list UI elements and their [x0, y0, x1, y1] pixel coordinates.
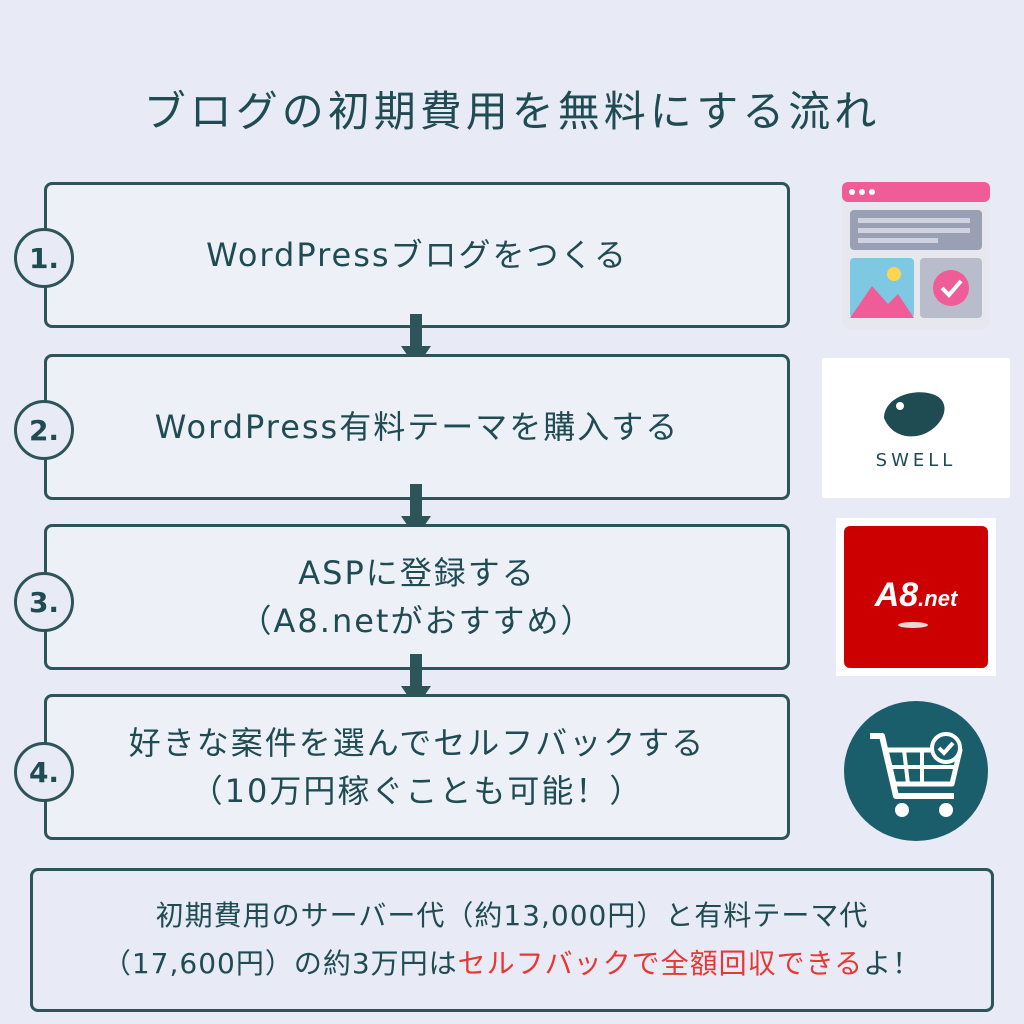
- step-3-number: 3.: [14, 572, 74, 632]
- step-2-number: 2.: [14, 400, 74, 460]
- a8net-logo: A8.net: [836, 518, 996, 676]
- summary-accent-text: セルフバックで全額回収できる: [457, 947, 864, 980]
- website-layout-icon: [842, 182, 990, 330]
- step-4-number: 4.: [14, 742, 74, 802]
- summary-line-1: 初期費用のサーバー代（約13,000円）と有料テーマ代: [155, 899, 869, 933]
- step-1-number: 1.: [14, 228, 74, 288]
- a8-text: A8: [874, 576, 919, 614]
- summary-line-2-suffix: よ！: [863, 947, 922, 980]
- step-4-line-1: 好きな案件を選んでセルフバックする: [128, 724, 706, 762]
- summary-line-2-prefix: （17,600円）の約3万円は: [102, 947, 458, 980]
- summary-line-2: （17,600円）の約3万円はセルフバックで全額回収できるよ！: [103, 940, 921, 988]
- step-2-text: WordPress有料テーマを購入する: [154, 408, 680, 446]
- shopping-cart-check-icon: [844, 701, 988, 841]
- step-3-line-1: ASPに登録する: [298, 554, 536, 592]
- step-3-box: ASPに登録する （A8.netがおすすめ）: [44, 524, 790, 670]
- step-1-text: WordPressブログをつくる: [206, 236, 628, 274]
- step-2-box: WordPress有料テーマを購入する: [44, 354, 790, 500]
- step-4-box: 好きな案件を選んでセルフバックする （10万円稼ぐことも可能！）: [44, 694, 790, 840]
- summary-box: 初期費用のサーバー代（約13,000円）と有料テーマ代 （17,600円）の約3…: [30, 868, 994, 1012]
- step-1-box: WordPressブログをつくる: [44, 182, 790, 328]
- swell-logo-text: SWELL: [875, 450, 957, 471]
- step-4-line-2: （10万円稼ぐことも可能！）: [190, 772, 644, 810]
- step-3-line-2: （A8.netがおすすめ）: [239, 602, 595, 640]
- a8-net-text: .net: [918, 586, 958, 611]
- page-title: ブログの初期費用を無料にする流れ: [143, 87, 881, 136]
- swell-logo: SWELL: [822, 358, 1010, 498]
